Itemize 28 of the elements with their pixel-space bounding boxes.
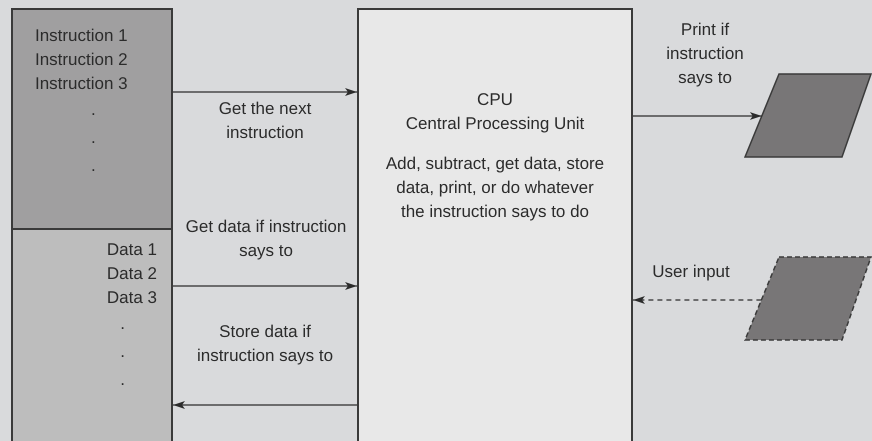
- arrow: [633, 296, 762, 304]
- memory-item: Instruction 2: [34, 49, 129, 71]
- cpu-description: Add, subtract, get data, store data, print, or do whatever the instruction says to do: [384, 153, 606, 223]
- edge-label: Print if instruction says to: [665, 19, 745, 89]
- memory-item: Instruction 1: [34, 25, 129, 47]
- ellipsis-dot: .: [90, 155, 97, 177]
- cpu-subtitle: Central Processing Unit: [404, 113, 586, 135]
- memory-item: Data 3: [106, 287, 158, 309]
- ellipsis-dot: .: [119, 313, 126, 335]
- memory-item: Data 2: [106, 263, 158, 285]
- cpu-box: [357, 8, 633, 441]
- arrow: [173, 401, 357, 409]
- arrow: [633, 112, 762, 120]
- arrow: [173, 282, 357, 290]
- ellipsis-dot: .: [90, 99, 97, 121]
- cpu-title: CPU: [476, 89, 514, 111]
- edge-label: Store data if instruction says to: [196, 321, 334, 367]
- ellipsis-dot: .: [90, 127, 97, 149]
- edge-label: User input: [651, 261, 731, 283]
- memory-block: [11, 8, 173, 229]
- ellipsis-dot: .: [119, 341, 126, 363]
- memory-item: Instruction 3: [34, 73, 129, 95]
- memory-item: Data 1: [106, 239, 158, 261]
- edge-label: Get data if instruction says to: [184, 216, 348, 262]
- ellipsis-dot: .: [119, 369, 126, 391]
- memory-block: [11, 228, 173, 441]
- edge-label: Get the next instruction: [218, 98, 312, 144]
- arrow: [173, 88, 357, 96]
